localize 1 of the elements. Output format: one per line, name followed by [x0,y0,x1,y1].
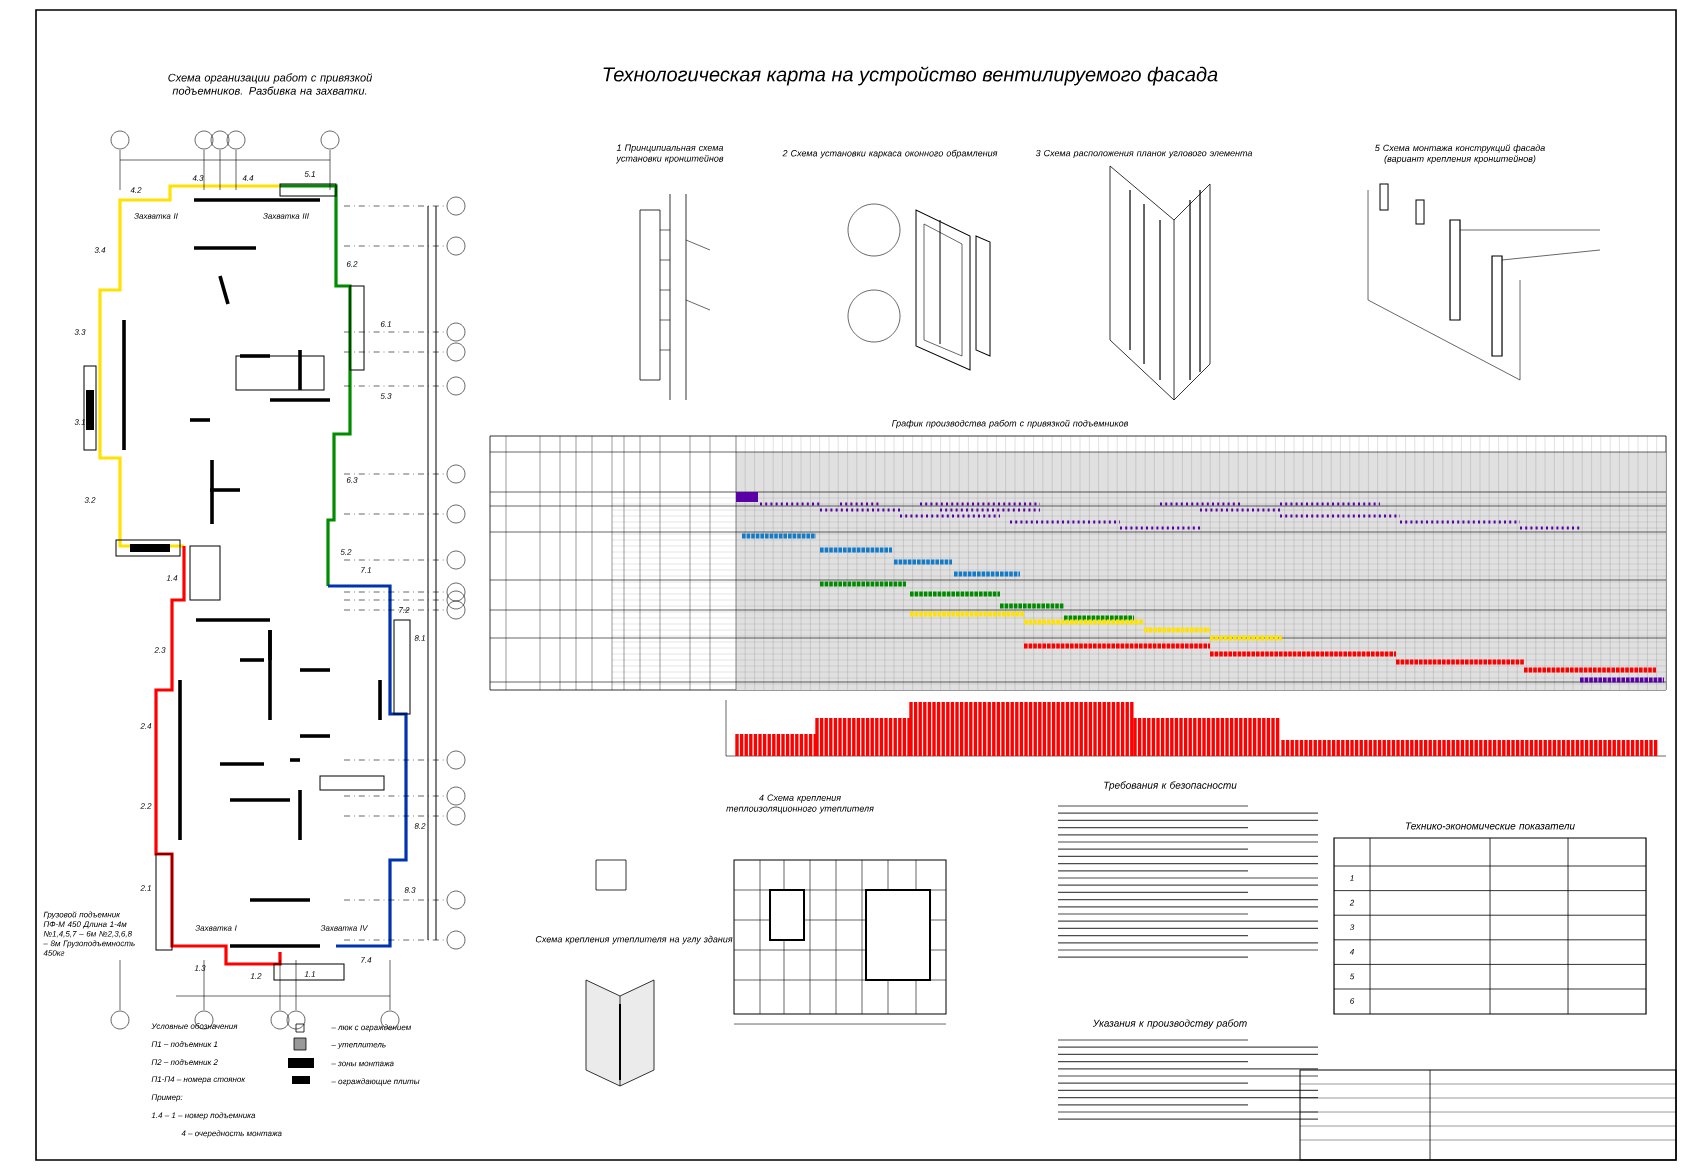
sheet-title: Технологическая карта на устройство вентилируемого фасада [603,66,1218,86]
